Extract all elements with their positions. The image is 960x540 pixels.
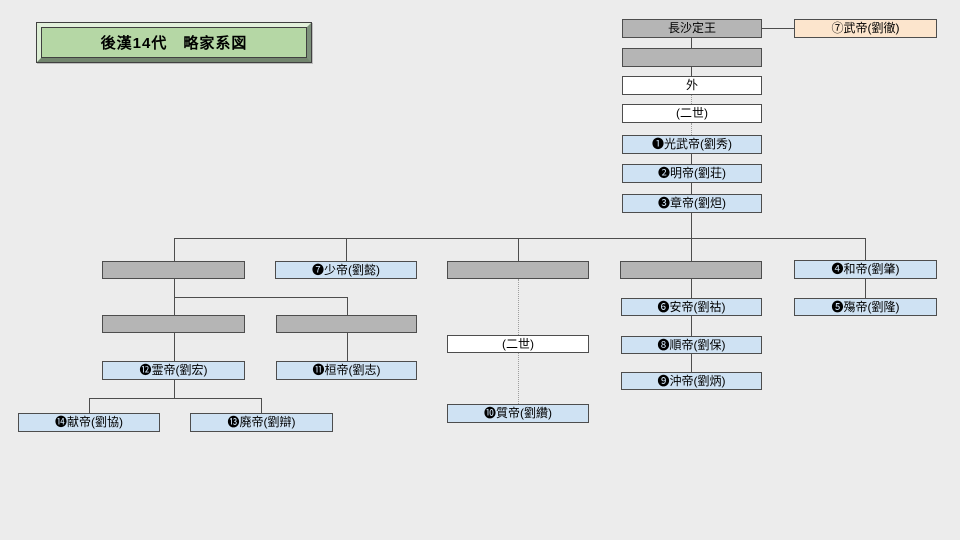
connector-line: [691, 38, 692, 48]
connector-line: [174, 279, 175, 297]
connector-line: [691, 279, 692, 298]
node-emperor-5-shang: ❺殤帝(劉隆): [794, 298, 937, 316]
connector-line: [865, 279, 866, 298]
connector-line: [174, 297, 175, 315]
connector-line-dotted: [691, 123, 692, 135]
connector-line: [691, 67, 692, 76]
connector-line: [691, 353, 692, 372]
title-box: 後漢14代 略家系図: [36, 22, 312, 63]
connector-line: [174, 238, 866, 239]
connector-line: [174, 380, 175, 398]
connector-line: [691, 154, 692, 164]
node-emperor-2-ming: ❷明帝(劉荘): [622, 164, 762, 183]
connector-line: [347, 297, 348, 315]
page-title: 後漢14代 略家系図: [41, 27, 307, 58]
connector-line-dotted: [518, 279, 519, 335]
node-empty-branch-left: [102, 261, 245, 279]
node-emperor-13-fei: ⓭廃帝(劉辯): [190, 413, 333, 432]
connector-line: [174, 333, 175, 361]
node-empty-sub-right: [276, 315, 417, 333]
connector-line: [89, 398, 90, 413]
node-emperor-7-shao: ❼少帝(劉懿): [275, 261, 417, 279]
connector-line: [518, 238, 519, 261]
node-emperor-8-shun: ❽順帝(劉保): [621, 336, 762, 354]
connector-line: [691, 213, 692, 238]
connector-line: [691, 316, 692, 336]
connector-line: [347, 333, 348, 361]
connector-line: [691, 183, 692, 194]
node-emperor-14-xian: ⓮献帝(劉協): [18, 413, 160, 432]
node-wu-emperor: ⑦武帝(劉徹): [794, 19, 937, 38]
connector-line: [174, 238, 175, 261]
connector-line: [865, 238, 866, 261]
node-empty-branch-right: [620, 261, 762, 279]
connector-line: [89, 398, 261, 399]
connector-line-dotted: [518, 353, 519, 404]
node-changsha-king: 長沙定王: [622, 19, 762, 38]
node-emperor-6-an: ❻安帝(劉祜): [621, 298, 762, 316]
title-bevel: 後漢14代 略家系図: [37, 23, 311, 62]
connector-line-dotted: [691, 95, 692, 104]
connector-line: [691, 238, 692, 261]
node-emperor-12-ling: ⓬霊帝(劉宏): [102, 361, 245, 380]
node-emperor-4-he: ❹和帝(劉肇): [794, 260, 937, 279]
connector-line: [261, 398, 262, 413]
node-emperor-3-zhang: ❸章帝(劉炟): [622, 194, 762, 213]
node-emperor-10-zhi: ❿質帝(劉纘): [447, 404, 589, 423]
node-empty-branch-center: [447, 261, 589, 279]
node-nisei-upper: (二世): [622, 104, 762, 123]
node-emperor-9-chong: ❾沖帝(劉炳): [621, 372, 762, 390]
connector-line: [174, 297, 347, 298]
node-nisei-middle: (二世): [447, 335, 589, 353]
node-emperor-1-guangwu: ❶光武帝(劉秀): [622, 135, 762, 154]
node-emperor-11-huan: ⓫桓帝(劉志): [276, 361, 417, 380]
node-empty-ancestor: [622, 48, 762, 67]
connector-line: [762, 28, 794, 29]
node-soto: 外: [622, 76, 762, 95]
node-empty-sub-left: [102, 315, 245, 333]
connector-line: [346, 238, 347, 261]
